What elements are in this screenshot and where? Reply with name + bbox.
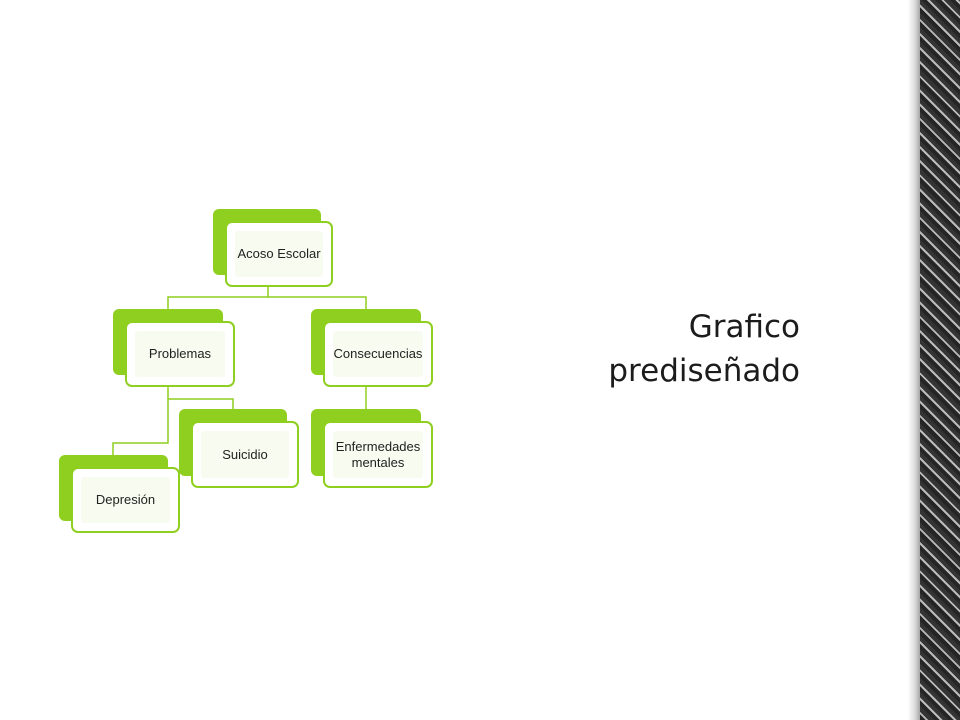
node-front: Problemas xyxy=(125,321,235,387)
node-label: Problemas xyxy=(148,346,212,361)
node-label: Consecuencias xyxy=(333,346,423,361)
connector-root-split xyxy=(167,287,269,309)
connector-root-consequences xyxy=(268,296,367,309)
node-front: Enfermedades mentales xyxy=(323,421,433,488)
side-stripe-shadow xyxy=(908,0,920,720)
node-label: Depresión xyxy=(95,492,156,507)
node-enfermedades-mentales: Enfermedades mentales xyxy=(311,409,433,488)
node-front: Suicidio xyxy=(191,421,299,488)
node-problemas: Problemas xyxy=(113,309,235,387)
node-front: Depresión xyxy=(71,467,180,533)
node-front: Acoso Escolar xyxy=(225,221,333,287)
node-front: Consecuencias xyxy=(323,321,433,387)
slide-title-line2: prediseñado xyxy=(608,353,800,389)
slide-title-line1: Grafico xyxy=(688,309,800,345)
node-label: Acoso Escolar xyxy=(237,246,321,261)
connector-problems-suicide xyxy=(167,387,234,409)
node-label: Suicidio xyxy=(222,446,268,462)
decorative-side-stripe xyxy=(920,0,960,720)
node-consecuencias: Consecuencias xyxy=(311,309,433,387)
slide-title: Grafico prediseñado xyxy=(590,305,800,393)
node-depresion: Depresión xyxy=(59,455,180,533)
node-suicidio: Suicidio xyxy=(179,409,299,488)
node-label: Enfermedades mentales xyxy=(335,438,421,470)
connector-problems-depression xyxy=(112,399,169,455)
node-acoso-escolar: Acoso Escolar xyxy=(213,209,333,287)
